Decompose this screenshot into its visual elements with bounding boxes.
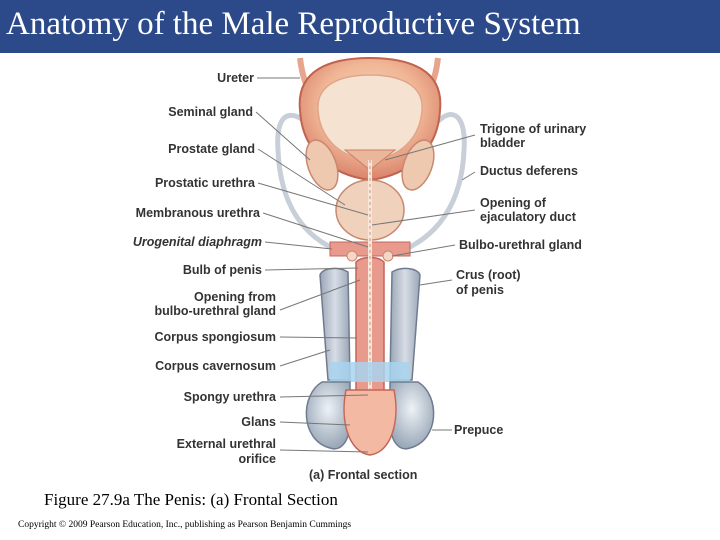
label-seminal-gland: Seminal gland xyxy=(168,105,253,119)
label-bulb-of-penis: Bulb of penis xyxy=(182,263,262,277)
label-spongy-urethra: Spongy urethra xyxy=(183,390,276,404)
label-corpus-spongiosum: Corpus spongiosum xyxy=(154,330,276,344)
label-prostate-gland: Prostate gland xyxy=(168,142,255,156)
label-opening-bulbo-line2: bulbo-urethral gland xyxy=(154,304,276,318)
label-corpus-cavernosum: Corpus cavernosum xyxy=(155,359,276,373)
label-ejaculatory-line1: Opening of xyxy=(480,196,546,210)
label-crus-line2: of penis xyxy=(456,283,504,297)
slide-title: Anatomy of the Male Reproductive System xyxy=(6,6,581,42)
label-prostatic-urethra: Prostatic urethra xyxy=(154,176,255,190)
figure-subcaption: (a) Frontal section xyxy=(309,468,418,482)
bulbo-urethral-gland-right xyxy=(382,250,394,262)
label-external-orifice-line1: External urethral xyxy=(176,437,276,451)
label-external-orifice-line2: orifice xyxy=(238,452,276,466)
label-membranous-urethra: Membranous urethra xyxy=(135,206,260,220)
bulbo-urethral-gland-left xyxy=(346,250,358,262)
label-crus-line1: Crus (root) xyxy=(456,268,521,282)
figure-caption: Figure 27.9a The Penis: (a) Frontal Sect… xyxy=(44,490,338,509)
copyright-notice: Copyright © 2009 Pearson Education, Inc.… xyxy=(18,520,352,530)
label-opening-bulbo-line1: Opening from xyxy=(194,290,276,304)
label-prepuce: Prepuce xyxy=(454,423,504,437)
glans xyxy=(343,389,397,456)
label-ductus-deferens: Ductus deferens xyxy=(480,164,578,178)
leader-lines xyxy=(255,77,476,453)
label-bulbo-urethral-gland: Bulbo-urethral gland xyxy=(459,238,582,252)
label-ejaculatory-line2: ejaculatory duct xyxy=(480,210,576,224)
bladder-lumen xyxy=(317,74,423,161)
label-trigone-line2: bladder xyxy=(480,136,526,150)
title-bar: Anatomy of the Male Reproductive System xyxy=(0,0,720,53)
label-trigone-line1: Trigone of urinary xyxy=(480,122,587,136)
penis-frontal-section-illustration xyxy=(255,56,476,456)
label-glans: Glans xyxy=(241,415,276,429)
label-ureter: Ureter xyxy=(217,71,254,85)
section-band xyxy=(330,362,410,382)
label-urogenital-diaphragm: Urogenital diaphragm xyxy=(132,235,262,249)
seminal-gland-left xyxy=(305,139,339,191)
